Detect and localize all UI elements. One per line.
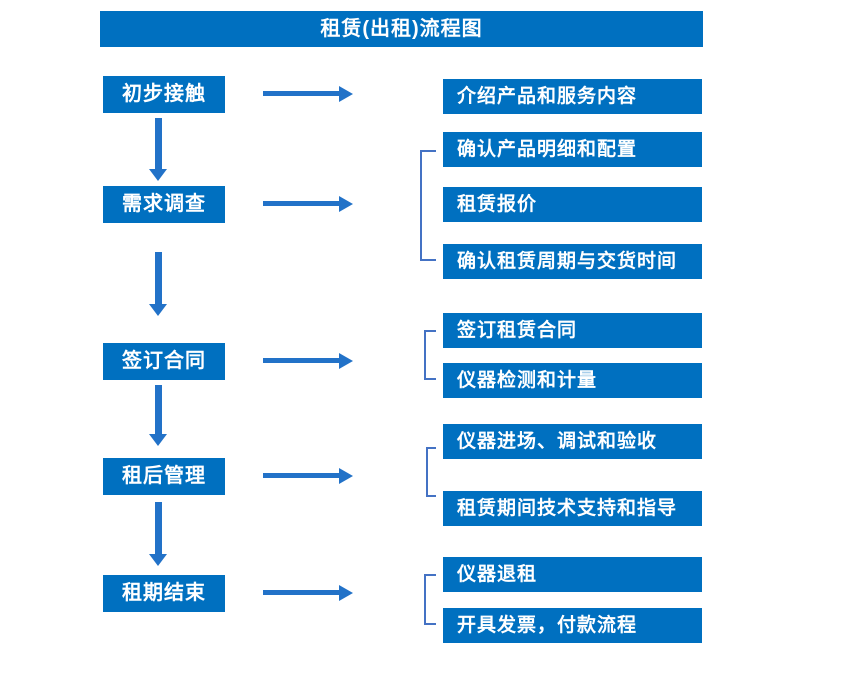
bracket-group-2 xyxy=(420,150,436,261)
step-box-demand-survey: 需求调查 xyxy=(103,186,225,223)
step-box-sign-contract: 签订合同 xyxy=(103,343,225,380)
detail-box-entry-acceptance: 仪器进场、调试和验收 xyxy=(443,424,702,459)
arrow-line xyxy=(263,358,341,363)
arrow-line xyxy=(263,473,341,478)
arrow-line xyxy=(155,118,162,170)
detail-box-return: 仪器退租 xyxy=(443,557,702,592)
arrow-head xyxy=(339,468,353,484)
arrow-head xyxy=(149,304,167,316)
arrow-line xyxy=(155,385,162,435)
detail-box-tech-support: 租赁期间技术支持和指导 xyxy=(443,491,702,526)
step-box-post-rental: 租后管理 xyxy=(103,458,225,495)
arrow-right-icon-5 xyxy=(263,585,353,601)
diagram-title: 租赁(出租)流程图 xyxy=(100,11,703,47)
arrow-head xyxy=(339,196,353,212)
detail-box-rental-quote: 租赁报价 xyxy=(443,187,702,222)
arrow-line xyxy=(263,91,341,96)
step-box-initial-contact: 初步接触 xyxy=(103,76,225,113)
arrow-right-icon-2 xyxy=(263,196,353,212)
arrow-down-icon-2 xyxy=(149,252,168,316)
arrow-down-icon-3 xyxy=(149,385,168,446)
arrow-down-icon-1 xyxy=(149,118,168,181)
arrow-line xyxy=(155,252,162,305)
bracket-group-5 xyxy=(424,574,436,625)
arrow-line xyxy=(263,590,341,595)
arrow-line xyxy=(263,201,341,206)
arrow-down-icon-4 xyxy=(149,502,168,566)
arrow-head xyxy=(339,86,353,102)
detail-box-invoice-payment: 开具发票，付款流程 xyxy=(443,608,702,643)
bracket-group-4 xyxy=(426,447,436,497)
arrow-head xyxy=(149,169,167,181)
detail-box-confirm-config: 确认产品明细和配置 xyxy=(443,132,702,167)
arrow-head xyxy=(149,554,167,566)
arrow-right-icon-1 xyxy=(263,86,353,102)
detail-box-intro-products: 介绍产品和服务内容 xyxy=(443,79,702,114)
arrow-right-icon-4 xyxy=(263,468,353,484)
arrow-line xyxy=(155,502,162,555)
arrow-head xyxy=(339,353,353,369)
step-box-rental-end: 租期结束 xyxy=(103,575,225,612)
detail-box-confirm-period: 确认租赁周期与交货时间 xyxy=(443,244,702,279)
arrow-right-icon-3 xyxy=(263,353,353,369)
arrow-head xyxy=(149,434,167,446)
detail-box-sign-rental: 签订租赁合同 xyxy=(443,313,702,348)
arrow-head xyxy=(339,585,353,601)
bracket-group-3 xyxy=(424,330,436,380)
detail-box-inspection: 仪器检测和计量 xyxy=(443,363,702,398)
